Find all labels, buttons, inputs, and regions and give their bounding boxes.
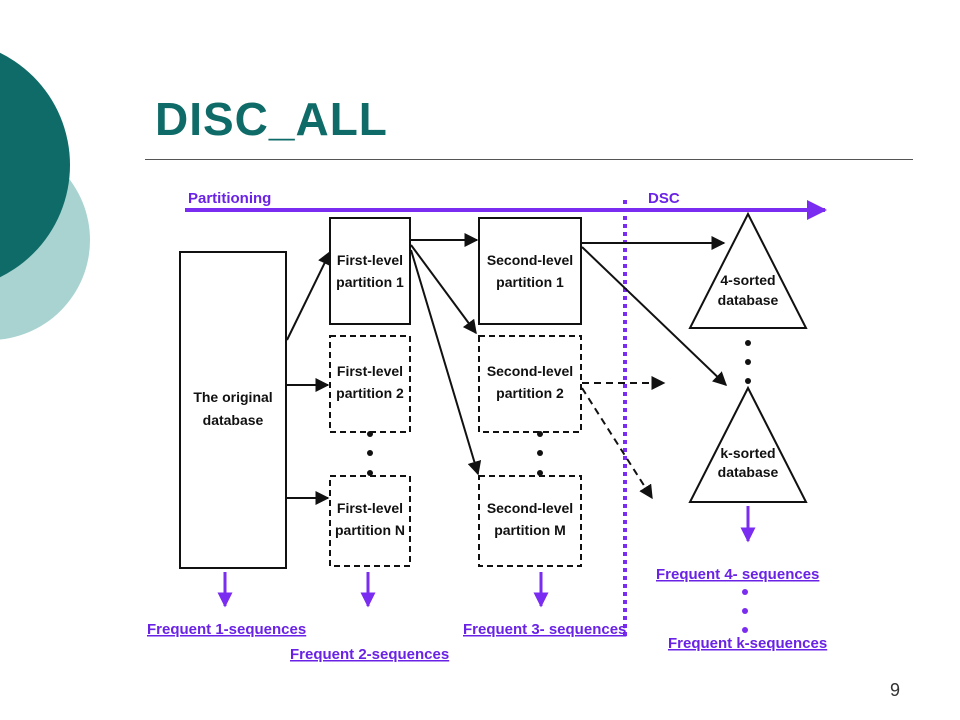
first-level-partition-1 [329,217,411,325]
second-level-partition-2 [478,335,582,433]
first-level-n-label-2: partition N [335,522,405,538]
original-database-box [179,251,287,569]
second-level-1-label-2: partition 1 [496,274,564,290]
frequent-1-sequences-label: Frequent 1-sequences [147,621,306,638]
frequent-4-sequences-label: Frequent 4- sequences [656,566,819,583]
ellipsis-dot [745,378,751,384]
first-level-1-label-2: partition 1 [336,274,404,290]
frequent-3-sequences-label: Frequent 3- sequences [463,621,626,638]
second-level-partition-m [478,475,582,567]
ellipsis-dot [537,450,543,456]
partitioning-label: Partitioning [188,190,271,207]
slide-title: DISC_ALL [155,93,388,145]
ellipsis-dot [367,470,373,476]
first-level-1-label-1: First-level [337,252,403,268]
ellipsis-dot [742,627,748,633]
ellipsis-dot [367,431,373,437]
ellipsis-dot [537,431,543,437]
second-level-2-label-2: partition 2 [496,385,564,401]
arrow-second1-to-ksorted [581,246,728,386]
arrow-orig-to-first-1 [286,250,331,341]
second-level-m-label-2: partition M [494,522,566,538]
4-sorted-database-triangle [688,211,808,329]
ellipsis-dot [745,340,751,346]
ellipsis-dot [537,470,543,476]
first-level-partition-2 [329,335,411,433]
original-database-label-1: The original [193,389,272,405]
frequent-k-sequences-label: Frequent k-sequences [668,635,827,652]
first-level-2-label-2: partition 2 [336,385,404,401]
arrow-second2-to-ksorted [581,387,653,500]
k-sorted-label-2: database [718,464,779,480]
arrow-first1-to-second2 [410,244,477,335]
4-sorted-label-1: 4-sorted [720,272,775,288]
arrow-first1-to-secondm [410,249,482,476]
second-level-2-label-1: Second-level [487,363,573,379]
original-database-label-2: database [203,412,264,428]
second-level-1-label-1: Second-level [487,252,573,268]
ellipsis-dot [742,608,748,614]
first-level-n-label-1: First-level [337,500,403,516]
title-divider [145,159,913,160]
ellipsis-dot [742,589,748,595]
first-level-2-label-1: First-level [337,363,403,379]
first-level-partition-n [329,475,411,567]
dark-circle [0,52,70,278]
k-sorted-label-1: k-sorted [720,445,775,461]
ellipsis-dot [745,359,751,365]
4-sorted-label-2: database [718,292,779,308]
frequent-2-sequences-label: Frequent 2-sequences [290,646,449,663]
second-level-partition-1 [478,217,582,325]
k-sorted-database-triangle [688,385,808,503]
page-number: 9 [890,680,901,700]
dsc-label: DSC [648,190,680,207]
ellipsis-dot [367,450,373,456]
second-level-m-label-1: Second-level [487,500,573,516]
